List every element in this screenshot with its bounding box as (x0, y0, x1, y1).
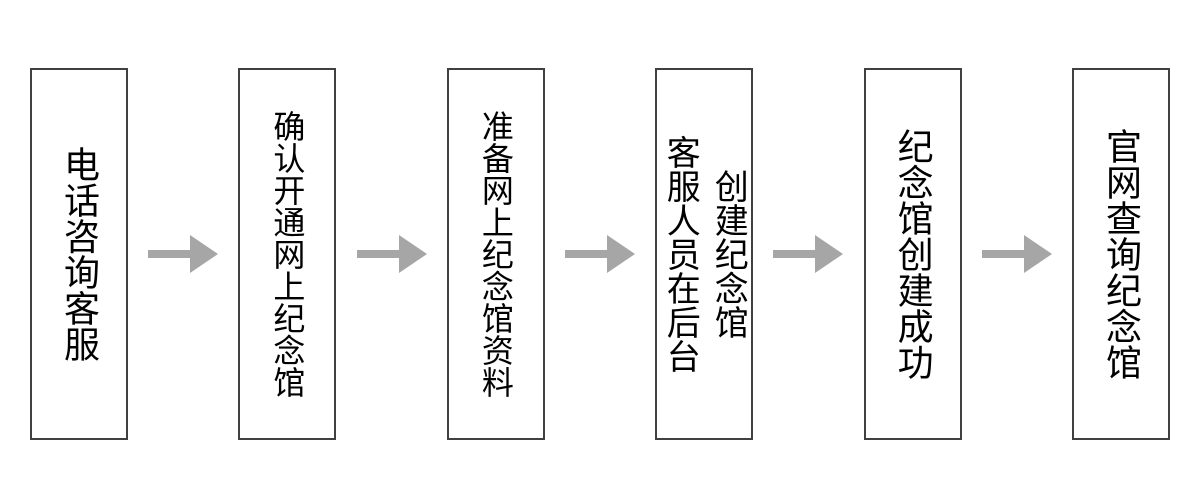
flow-connector-1 (128, 68, 238, 440)
right-arrow-icon (565, 235, 636, 273)
flow-step-3-label: 准备网上纪念馆资料 (477, 110, 514, 398)
flow-step-5: 纪念馆创建成功 (863, 68, 962, 440)
flow-step-4: 客服人员在后台 创建纪念馆 (655, 68, 754, 440)
flow-connector-2 (336, 68, 446, 440)
flow-connector-4 (753, 68, 863, 440)
flow-step-2-label: 确认开通网上纪念馆 (269, 110, 306, 398)
flow-step-4-label: 客服人员在后台 创建纪念馆 (661, 135, 748, 373)
right-arrow-icon (981, 235, 1052, 273)
right-arrow-icon (148, 235, 219, 273)
flow-step-3: 准备网上纪念馆资料 (446, 68, 545, 440)
flowchart-row: 电话咨询客服 确认开通网上纪念馆 准备网上纪念馆资料 (30, 68, 1171, 440)
flow-step-1: 电话咨询客服 (30, 68, 128, 440)
right-arrow-icon (773, 235, 844, 273)
flow-step-5-label: 纪念馆创建成功 (892, 128, 934, 380)
flow-connector-5 (962, 68, 1072, 440)
flow-step-6: 官网查询纪念馆 (1072, 68, 1171, 440)
flow-step-2: 确认开通网上纪念馆 (238, 68, 337, 440)
flow-step-1-label: 电话咨询客服 (59, 146, 100, 362)
right-arrow-icon (356, 235, 427, 273)
flow-step-6-label: 官网查询纪念馆 (1101, 128, 1143, 380)
flow-connector-3 (545, 68, 655, 440)
